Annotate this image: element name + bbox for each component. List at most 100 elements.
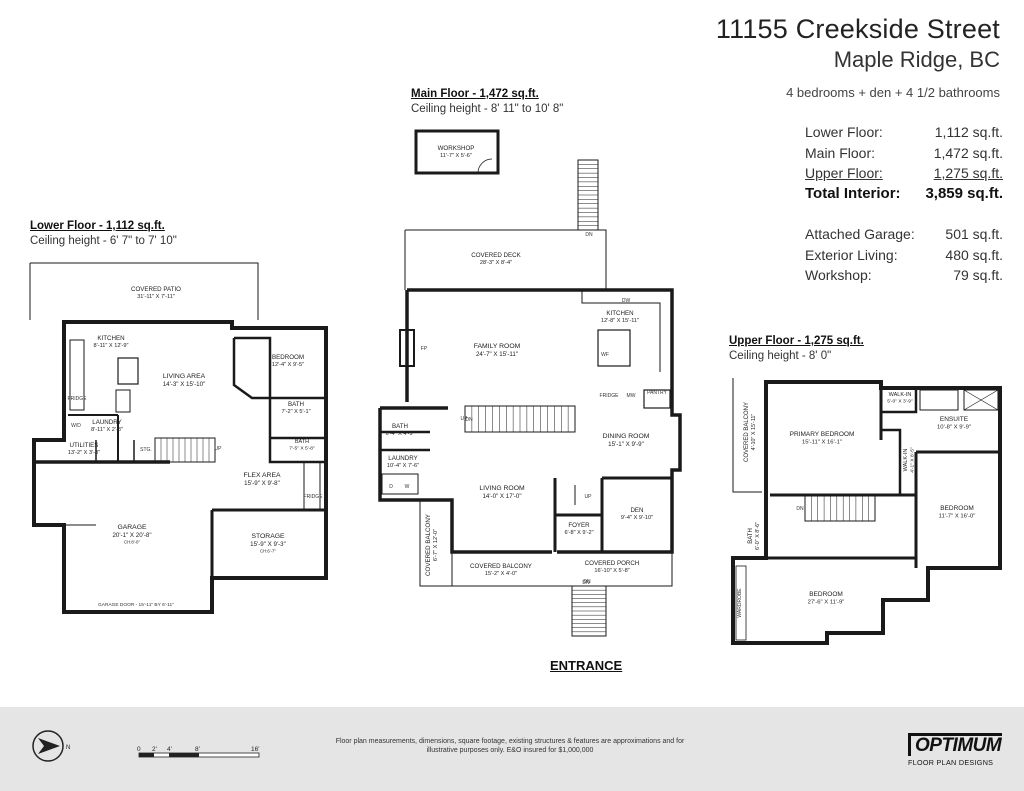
room-label-upper-bedroom-1: BEDROOM 11'-7" X 16'-0" [939,505,976,520]
room-name: STORAGE [251,533,285,540]
fixture-label-fridge: FRIDGE [304,494,324,500]
room-name: BATH [392,423,408,430]
fixture-label-fridge: FRIDGE [68,396,88,402]
room-dimensions: 4'-1" X 8'-5" [910,447,916,473]
room-name: LAUNDRY [388,455,417,462]
fixture-label-pantry: PANTRY [647,390,667,396]
north-compass-icon: N [32,730,70,762]
room-dimensions: 12'-8" X 15'-11" [601,318,639,324]
room-dimensions: 15'-11" X 16'-1" [802,440,842,446]
room-name: BEDROOM [940,505,974,512]
fixture-label-up: UP [585,494,593,500]
scale-tick: 4' [167,746,172,753]
room-dimensions: 6'-7" X 12'-0" [433,529,439,561]
room-dimensions: 14'-3" X 15'-10" [163,381,206,388]
room-name: COVERED DECK [471,252,521,259]
logo-wordmark: OPTIMUM [908,733,1002,756]
room-name: DINING ROOM [603,433,650,440]
fixture-label-dn: DN [583,579,591,585]
room-name: BATH [288,401,304,408]
scale-tick: 2' [152,746,157,753]
upper-floor-title: Upper Floor - 1,275 sq.ft. [729,335,864,347]
main-floor-title: Main Floor - 1,472 sq.ft. [411,88,539,100]
fixture-label-w: W [405,484,410,490]
room-name: FOYER [568,522,590,529]
room-dimensions: 14'-0" X 17'-0" [482,493,521,500]
summary-row: Workshop:79 sq.ft. [805,267,1003,283]
fixture-label-wf: WF [601,352,609,358]
room-name: COVERED PORCH [585,560,640,567]
room-dimensions: 28'-3" X 8'-4" [480,260,512,266]
fixture-label-mw: MW [627,393,636,399]
room-label-primary-bedroom: PRIMARY BEDROOM 15'-11" X 16'-1" [790,431,855,446]
room-dimensions: 7'-2" X 5'-1" [281,409,310,415]
room-dimensions: 13'-2" X 3'-3" [68,450,100,456]
summary-row: Attached Garage:501 sq.ft. [805,226,1003,242]
room-dimensions: 20'-1" X 20'-8" [112,532,151,539]
room-name: FAMILY ROOM [474,343,521,350]
summary-total-row: Total Interior:3,859 sq.ft. [805,184,1003,202]
room-dimensions: 11'-7" X 16'-0" [939,514,976,520]
room-name: LIVING ROOM [479,485,525,492]
room-name: COVERED PATIO [131,286,181,293]
room-ceiling-note: CH:8'-0" [124,540,140,545]
room-dimensions: 12'-4" X 9'-5" [272,362,304,368]
room-name: BATH [748,528,754,544]
room-name: BATH [295,439,309,445]
room-dimensions: 8'-11" X 2'-8" [91,427,123,433]
compass-label: N [66,745,70,751]
room-dimensions: 9'-4" X 9'-10" [621,515,653,521]
entrance-label: ENTRANCE [550,658,623,673]
footer-bar [0,707,1024,791]
room-label-walk-in-1: WALK-IN5'-0" X 3'-9" [887,392,913,405]
fixture-label-wd: W/D [71,423,81,429]
room-dimensions: 10'-8" X 9'-9" [937,425,971,431]
room-dimensions: 15'-9" X 9'-8" [244,480,280,487]
room-name: BEDROOM [809,591,843,598]
disclaimer-text: Floor plan measurements, dimensions, squ… [335,738,685,754]
fixture-label-wardrobe: WARDROBE [737,588,743,618]
room-name: WALK-IN [889,392,912,398]
beds-baths-summary: 4 bedrooms + den + 4 1/2 bathrooms [786,85,1000,100]
room-dimensions: 6'-8" X 9'-2" [564,530,593,536]
room-dimensions: 10'-4" X 7'-6" [387,463,419,469]
lower-floor-walls [29,262,328,614]
fixture-label-d: D [389,484,393,490]
room-dimensions: 24'-7" X 15'-11" [476,351,518,358]
fixture-label-up: UP [215,446,223,452]
room-name: KITCHEN [97,335,124,342]
summary-row: Exterior Living:480 sq.ft. [805,246,1003,263]
upper-floor-ceiling: Ceiling height - 8' 0" [729,350,832,362]
room-dimensions: 15'-2" X 4'-0" [485,571,517,577]
room-name: PRIMARY BEDROOM [790,431,855,438]
area-summary-table: Lower Floor:1,112 sq.ft. Main Floor:1,47… [805,122,1003,286]
fixture-label-dn: DN [465,417,473,423]
room-name: KITCHEN [606,310,633,317]
room-dimensions: 27'-6" X 11'-9" [808,600,845,606]
fixture-label-dn: DN [585,232,593,238]
scale-tick: 8' [195,746,200,753]
room-name: FLEX AREA [243,472,280,479]
address-street: 11155 Creekside Street [715,14,1000,44]
brand-logo: OPTIMUM FLOOR PLAN DESIGNS [908,733,1002,767]
